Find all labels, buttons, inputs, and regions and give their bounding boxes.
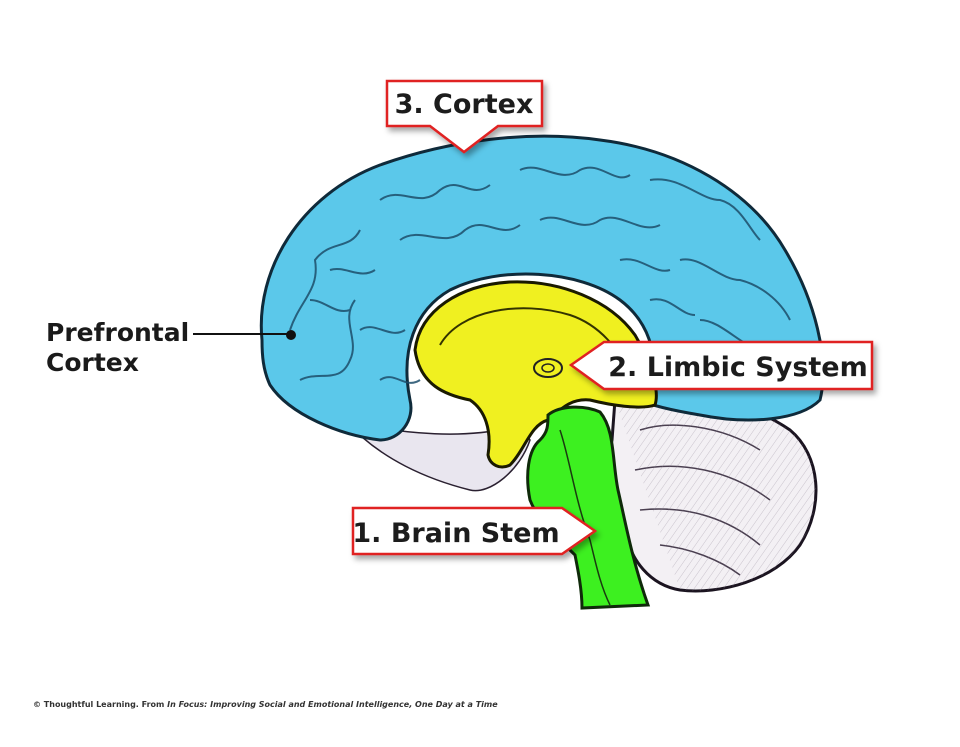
prefrontal-cortex-label: Prefrontal Cortex xyxy=(46,318,189,378)
limbic-system xyxy=(413,280,658,469)
prefrontal-marker-dot xyxy=(286,330,296,340)
prefrontal-label-line1: Prefrontal xyxy=(46,318,190,347)
prefrontal-label-line2: Cortex xyxy=(46,348,139,377)
cortex-callout: 3. Cortex xyxy=(385,79,544,154)
copyright-footer: © Thoughtful Learning. From In Focus: Im… xyxy=(33,700,498,709)
limbic-callout-label: 2. Limbic System xyxy=(608,352,868,383)
brainstem-callout: 1. Brain Stem xyxy=(351,506,598,556)
footer-prefix: © Thoughtful Learning. From xyxy=(33,700,168,709)
brain-stem xyxy=(526,405,651,610)
brainstem-callout-label: 1. Brain Stem xyxy=(352,518,559,549)
limbic-callout: 2. Limbic System xyxy=(568,340,874,391)
cortex-callout-label: 3. Cortex xyxy=(395,89,534,120)
footer-book-title: In Focus: Improving Social and Emotional… xyxy=(167,700,498,709)
cerebellum xyxy=(608,391,818,593)
